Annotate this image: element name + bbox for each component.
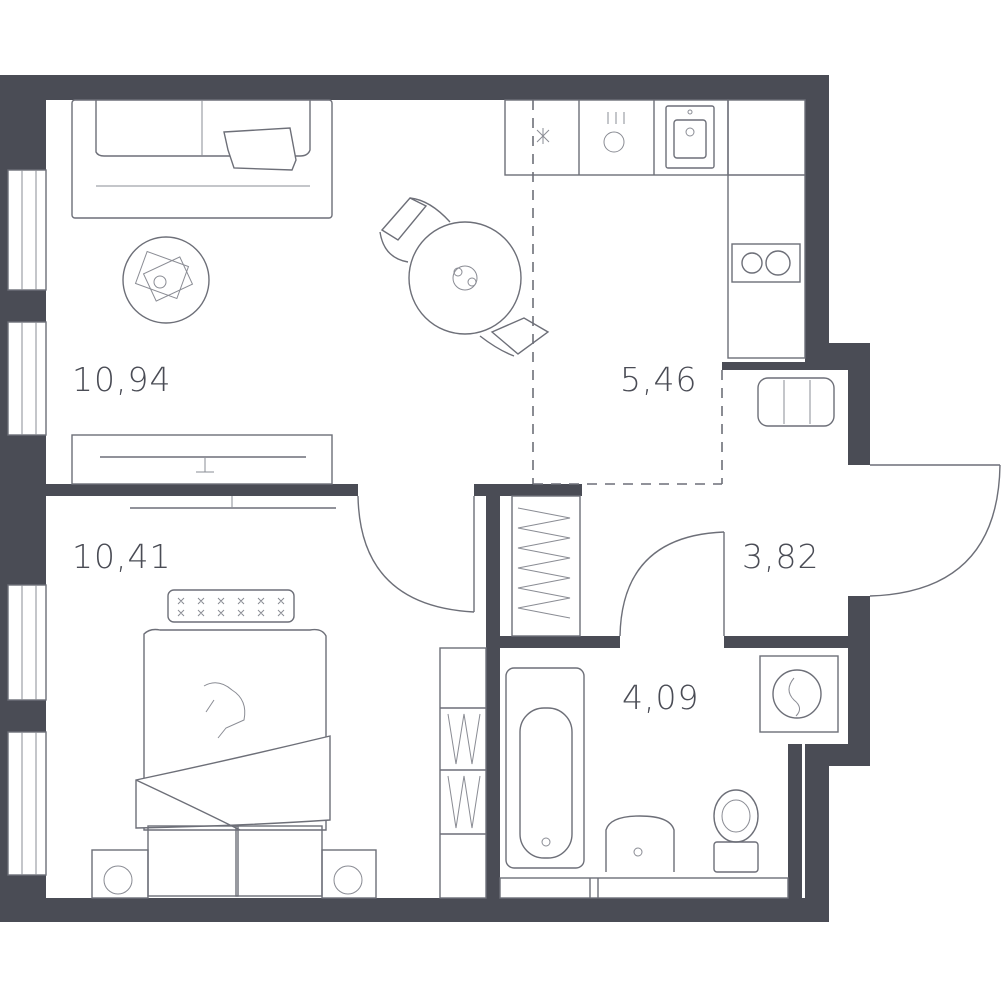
bathroom-door bbox=[619, 531, 725, 637]
bathroom-shelf bbox=[499, 877, 789, 899]
bed bbox=[91, 589, 377, 899]
area-hallway: 3,82 bbox=[742, 537, 820, 576]
area-bathroom: 4,09 bbox=[622, 678, 700, 717]
kitchen-counter bbox=[504, 99, 806, 359]
bedroom-door bbox=[357, 495, 475, 613]
sofa bbox=[71, 99, 333, 219]
bedroom-wardrobe bbox=[439, 647, 487, 899]
area-kitchen: 5,46 bbox=[620, 360, 698, 399]
hall-wardrobe bbox=[511, 495, 581, 637]
tv-stand bbox=[71, 434, 333, 485]
dining-set bbox=[379, 197, 550, 357]
walls bbox=[0, 75, 870, 922]
entrance-door bbox=[869, 464, 1001, 597]
bed-pillow-pattern bbox=[177, 597, 285, 617]
windows bbox=[7, 169, 47, 876]
washing-machine bbox=[759, 655, 839, 733]
area-bedroom: 10,41 bbox=[72, 537, 172, 576]
hall-bench bbox=[757, 377, 835, 427]
bathtub bbox=[505, 667, 585, 869]
bedroom-tv bbox=[130, 496, 336, 509]
sink bbox=[605, 815, 675, 872]
toilet bbox=[713, 789, 759, 873]
coffee-table bbox=[122, 236, 210, 324]
area-living-room: 10,94 bbox=[72, 360, 172, 399]
